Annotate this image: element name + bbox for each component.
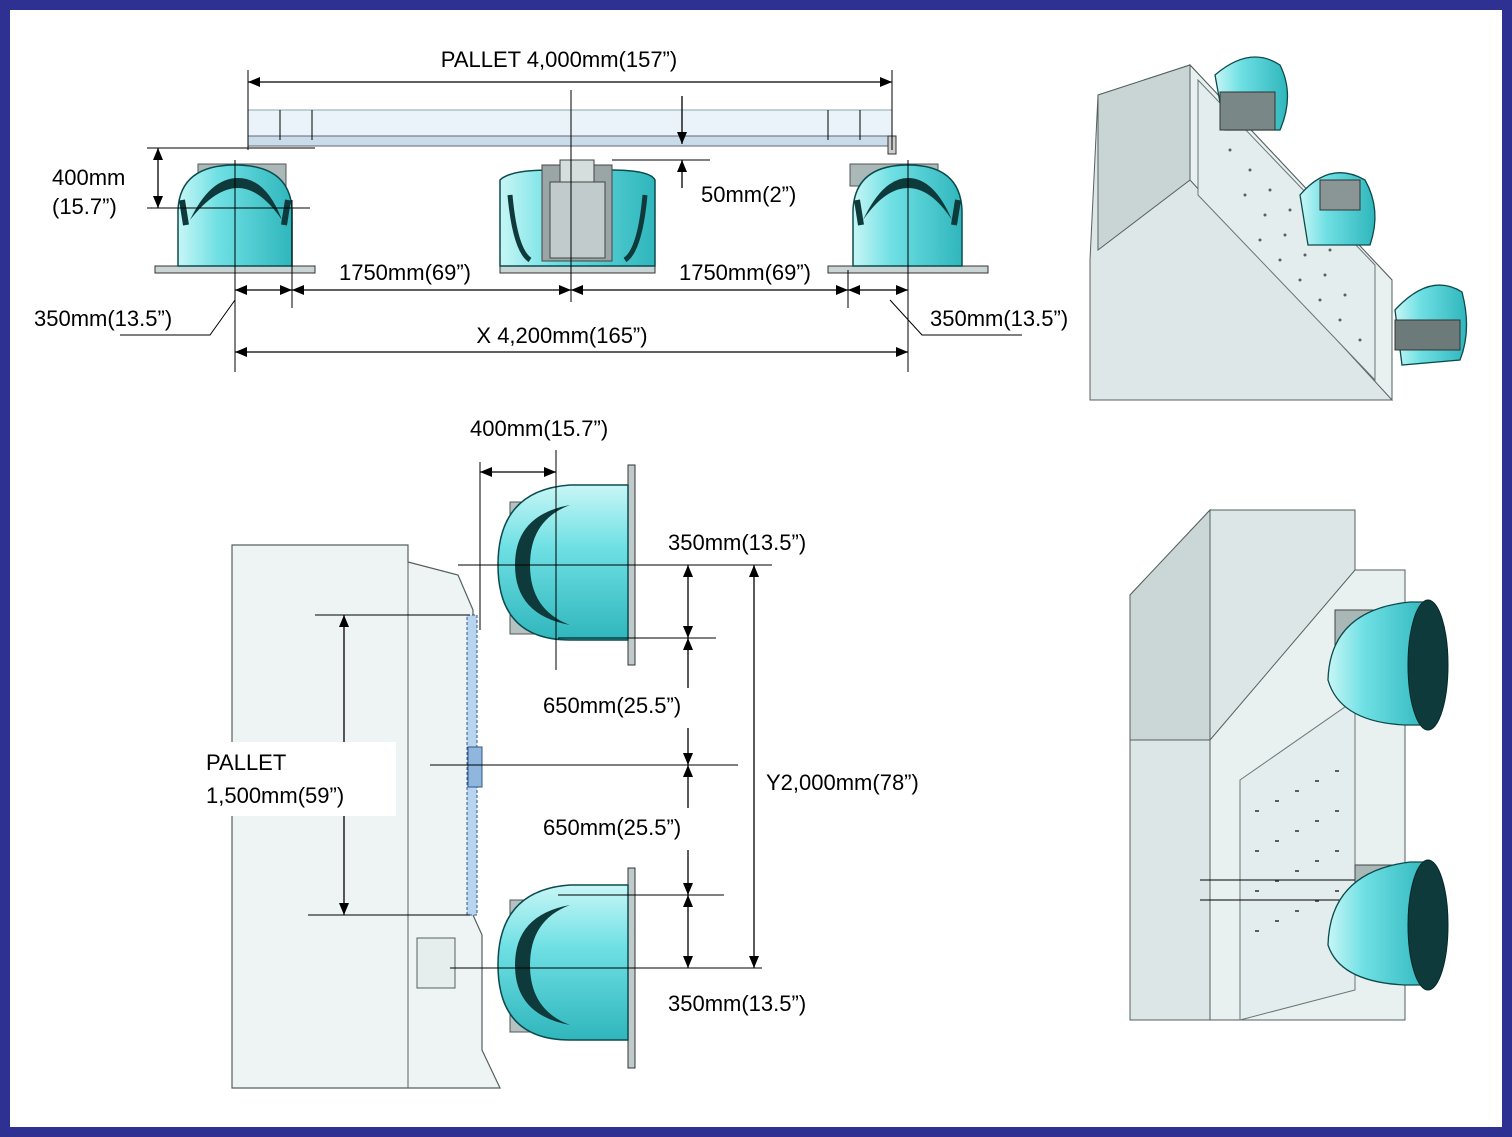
iso-top-pallet-holes [1228, 148, 1362, 342]
side-upper-gap-label: 650mm(25.5”) [543, 693, 681, 718]
diagram-canvas: PALLET 4,000mm(157”) 400mm (15.7”) 50mm(… [10, 10, 1502, 1127]
front-labels: PALLET 4,000mm(157”) 400mm (15.7”) 50mm(… [34, 44, 1068, 348]
front-height-label-line1: 400mm [52, 165, 125, 190]
iso-bottom-pallet-holes [1255, 770, 1339, 932]
side-dimensions [308, 450, 772, 969]
y-travel-label: Y2,000mm(78”) [766, 770, 919, 795]
iso-bottom-head-lower [1327, 859, 1449, 991]
iso-view-top [1089, 56, 1468, 402]
side-machine-body [231, 544, 501, 1089]
front-gap-label: 50mm(2”) [701, 182, 796, 207]
front-pallet [247, 109, 897, 155]
side-head-lower [497, 867, 636, 1069]
front-view: PALLET 4,000mm(157”) 400mm (15.7”) 50mm(… [34, 44, 1068, 372]
front-height-label-line2: (15.7”) [52, 194, 117, 219]
side-lower-gap-label: 650mm(25.5”) [543, 815, 681, 840]
pallet-width-label: PALLET 4,000mm(157”) [441, 47, 677, 72]
front-dimensions [120, 70, 1022, 372]
iso-top-head-1 [1214, 56, 1289, 131]
front-head-middle [499, 159, 656, 274]
iso-view-bottom [1129, 508, 1449, 1021]
side-top-offset-label: 350mm(13.5”) [668, 530, 806, 555]
side-pallet-label-line1: PALLET [206, 750, 286, 775]
front-right-span-label: 1750mm(69”) [679, 260, 811, 285]
iso-top-head-3 [1394, 284, 1468, 366]
iso-top-head-2 [1299, 172, 1376, 246]
layout-drawing: PALLET 4,000mm(157”) 400mm (15.7”) 50mm(… [34, 44, 1468, 1089]
front-left-span-label: 1750mm(69”) [339, 260, 471, 285]
x-travel-label: X 4,200mm(165”) [476, 323, 647, 348]
front-right-offset-label: 350mm(13.5”) [930, 306, 1068, 331]
side-pallet-label-line2: 1,500mm(59”) [206, 783, 344, 808]
iso-bottom-head-upper [1327, 599, 1449, 731]
side-bottom-offset-label: 350mm(13.5”) [668, 991, 806, 1016]
side-depth-label: 400mm(15.7”) [470, 416, 608, 441]
side-labels: 400mm(15.7”) 350mm(13.5”) 650mm(25.5”) 6… [202, 416, 962, 1016]
front-left-offset-label: 350mm(13.5”) [34, 306, 172, 331]
side-view: 400mm(15.7”) 350mm(13.5”) 650mm(25.5”) 6… [202, 416, 962, 1089]
